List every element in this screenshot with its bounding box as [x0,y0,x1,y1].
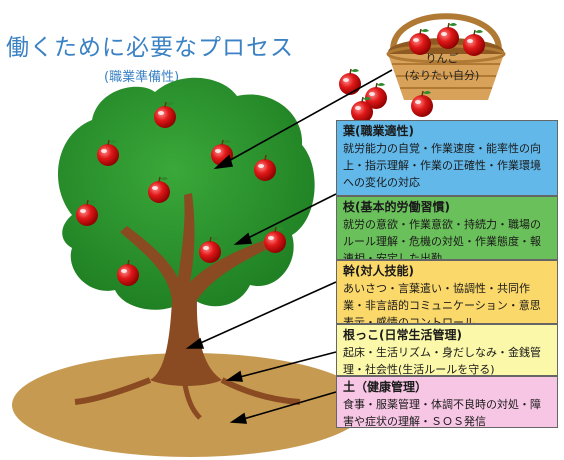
trunk-box: 幹(対人技能) あいさつ・言葉遣い・協調性・共同作業・非言語的コミュニケーション… [336,260,558,324]
box-text: あいさつ・言葉遣い・協調性・共同作業・非言語的コミュニケーション・意思表示・感情… [343,282,541,324]
root [74,377,152,405]
page-title: 働くために必要なプロセス [6,35,294,61]
leaf-box: 葉(職業適性) 就労能力の自覚・作業速度・能率性の向上・指示理解・作業の正確性・… [336,120,558,196]
tree-trunk [120,193,274,386]
soil-box: 土（健康管理） 食事・服薬管理・体調不良時の対処・障害や症状の理解・ＳＯＳ発信 [336,376,558,428]
root [220,377,301,405]
box-heading: 根っこ(日常生活管理) [343,328,462,342]
basket-label: りんご [425,52,459,65]
box-heading: 枝(基本的労働習慣) [343,200,450,214]
basket-sublabel: (なりたい自分) [404,69,480,82]
box-text: 就労能力の自覚・作業速度・能率性の向上・指示理解・作業の正確性・作業環境への変化… [343,142,541,189]
basket-icon [386,13,506,100]
apple-icon [338,68,362,96]
arrows [185,69,393,424]
box-heading: 幹(対人技能) [343,264,414,278]
box-heading: 土（健康管理） [343,380,428,394]
box-heading: 葉(職業適性) [343,124,414,138]
box-text: 起床・生活リズム・身だしなみ・金銭管理・社会性(生活ルールを守る) [343,346,541,376]
root [182,384,202,420]
box-text: 就労の意欲・作業意欲・持続力・職場のルール理解・危機の対処・作業態度・報連相・安… [343,218,541,260]
branch-box: 枝(基本的労働習慣) 就労の意欲・作業意欲・持続力・職場のルール理解・危機の対処… [336,196,558,260]
box-text: 食事・服薬管理・体調不良時の対処・障害や症状の理解・ＳＯＳ発信 [343,398,541,428]
page-subtitle: (職業準備性) [104,70,180,85]
root-box: 根っこ(日常生活管理) 起床・生活リズム・身だしなみ・金銭管理・社会性(生活ルー… [336,324,558,376]
